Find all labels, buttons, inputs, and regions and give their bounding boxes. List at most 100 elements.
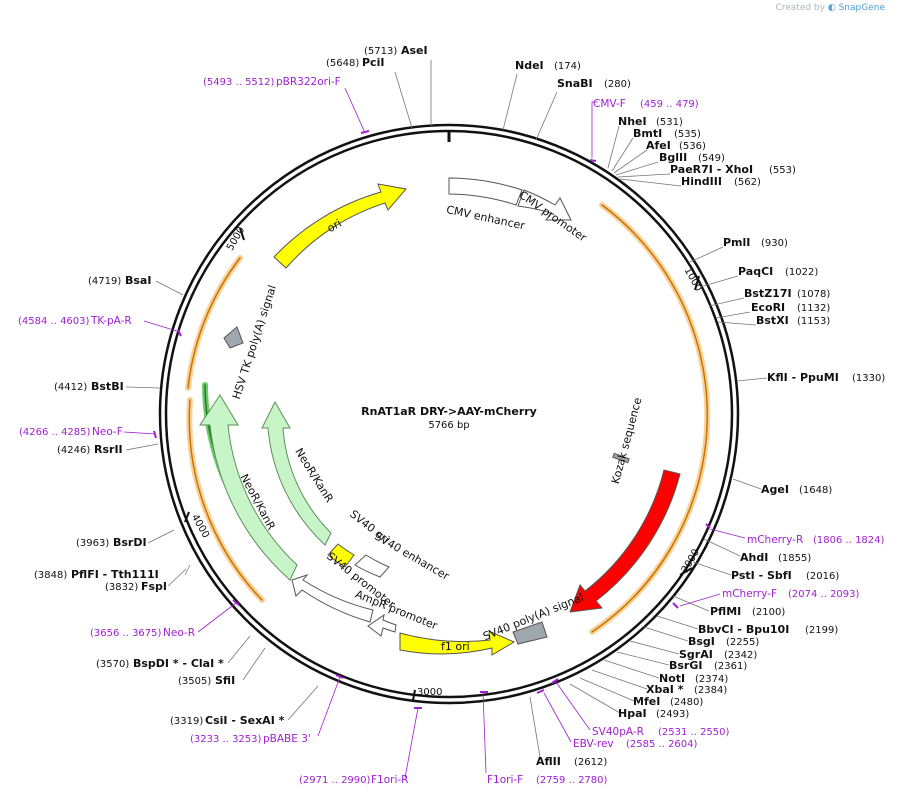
- site-pos: (2480): [670, 697, 703, 708]
- site-name: RsrII: [94, 443, 123, 456]
- primer-name: Neo-F: [92, 426, 123, 438]
- feature-cmv-enhancer: [448, 177, 523, 206]
- site-pos: (3570): [96, 659, 129, 670]
- primer-range: (3656 .. 3675): [90, 628, 162, 639]
- primer-name: mCherry-R: [747, 534, 803, 546]
- primer-name: F1ori-R: [371, 774, 408, 786]
- primer-range: (2531 .. 2550): [658, 727, 730, 738]
- primer-range: (4584 .. 4603): [18, 316, 90, 327]
- plasmid-name: RnAT1aR DRY->AAY-mCherry: [361, 405, 537, 418]
- feature-mcherry: [569, 469, 681, 613]
- site-name: FspI: [141, 580, 167, 593]
- site-name: CsiI - SexAI *: [205, 714, 285, 727]
- primer-range: (2971 .. 2990): [299, 775, 371, 786]
- primer-range: (2759 .. 2780): [536, 775, 608, 786]
- site-pos: (1648): [799, 485, 832, 496]
- site-name: BspDI * - ClaI *: [133, 657, 224, 670]
- feature-hsvtk-box: [223, 326, 244, 349]
- site-name: PaqCI: [738, 265, 773, 278]
- site-name: BstZ17I: [744, 287, 792, 300]
- site-pos: (2493): [656, 709, 689, 720]
- features: [199, 177, 681, 656]
- site-name: PciI: [362, 56, 384, 69]
- site-name: AflII: [536, 755, 561, 768]
- primer-range: (5493 .. 5512): [203, 77, 275, 88]
- feature-sv40pa-box: [512, 621, 548, 645]
- label-sv40-ori: SV40 ori: [347, 508, 391, 547]
- site-name: SfiI: [215, 674, 235, 687]
- site-pos: (536): [679, 141, 706, 152]
- outer-arc-cmv-line: [591, 204, 708, 633]
- site-pos: (531): [656, 117, 683, 128]
- outer-arc-neo-line: [188, 399, 263, 601]
- primer-labels: (5493 .. 5512) pBR322ori-F CMV-F (459 ..…: [18, 76, 885, 786]
- site-name: BmtI: [633, 127, 662, 140]
- primer-range: (459 .. 479): [640, 99, 699, 110]
- feature-amprpro: [367, 613, 397, 637]
- site-name: AfeI: [646, 139, 671, 152]
- site-pos: (2361): [714, 661, 747, 672]
- watermark-prefix: Created by: [775, 3, 825, 13]
- site-pos: (2100): [752, 607, 785, 618]
- site-pos: (2016): [806, 571, 839, 582]
- site-pos: (280): [604, 79, 631, 90]
- primer-range: (1806 .. 1824): [813, 535, 885, 546]
- site-name: HpaI: [618, 707, 647, 720]
- site-name: BglII: [659, 151, 687, 164]
- site-pos: (3963): [76, 538, 109, 549]
- site-name: HindIII: [681, 175, 722, 188]
- map-title: RnAT1aR DRY->AAY-mCherry 5766 bp: [361, 405, 537, 431]
- primer-name: CMV-F: [593, 98, 626, 110]
- feature-sv40-promoter: [291, 573, 374, 623]
- site-name: PstI - SbfI: [731, 569, 792, 582]
- site-pos: (2342): [724, 650, 757, 661]
- site-name: NdeI: [515, 59, 544, 72]
- site-name: BstXI: [756, 314, 789, 327]
- primer-name: TK-pA-R: [90, 315, 132, 327]
- feature-neor-2: [261, 400, 332, 546]
- site-pos: (3505): [178, 676, 211, 687]
- backbone: [158, 123, 740, 705]
- site-pos: (2199): [805, 625, 838, 636]
- snapgene-logo: ◐: [827, 3, 836, 13]
- site-pos: (1132): [797, 303, 830, 314]
- site-name: AhdI: [740, 551, 768, 564]
- feature-kozak-bar: [612, 452, 630, 464]
- site-pos: (1078): [797, 289, 830, 300]
- site-name: AseI: [401, 44, 428, 57]
- primer-name: EBV-rev: [573, 738, 614, 750]
- site-pos: (2384): [694, 685, 727, 696]
- site-name: MfeI: [633, 695, 660, 708]
- site-name: PflFI - Tth111I: [71, 568, 159, 581]
- primer-name: Neo-R: [163, 627, 195, 639]
- site-name: SgrAI: [679, 648, 713, 661]
- site-name: BsaI: [125, 274, 151, 287]
- site-pos: (1855): [778, 553, 811, 564]
- feature-f1-ori: [399, 630, 516, 656]
- outer-arc-hsv-line: [187, 257, 241, 389]
- site-pos: (174): [554, 61, 581, 72]
- site-pos: (553): [769, 165, 796, 176]
- feature-sv40-ori: [327, 543, 355, 568]
- site-name: PmlI: [723, 236, 750, 249]
- site-pos: (1153): [797, 316, 830, 327]
- site-labels: (5713) AseI (5648) PciI NdeI (174) SnaBI…: [34, 44, 885, 768]
- site-name: PflMI: [710, 605, 741, 618]
- label-kozak: Kozak sequence: [609, 396, 645, 485]
- watermark-brand: SnapGene: [838, 3, 885, 13]
- site-name: AgeI: [761, 483, 789, 496]
- site-name: PaeR7I - XhoI: [670, 163, 753, 176]
- site-name: BsgI: [688, 635, 715, 648]
- site-name: NheI: [618, 115, 647, 128]
- site-pos: (3848): [34, 570, 67, 581]
- primer-name: pBABE 3': [263, 733, 311, 745]
- plasmid-length: 5766 bp: [428, 420, 469, 431]
- site-pos: (4719): [88, 276, 121, 287]
- site-pos: (3319): [170, 716, 203, 727]
- site-pos: (3832): [105, 582, 138, 593]
- site-pos: (2255): [726, 637, 759, 648]
- site-pos: (5713): [364, 46, 397, 57]
- site-pos: (4246): [57, 445, 90, 456]
- site-name: KflI - PpuMI: [767, 371, 839, 384]
